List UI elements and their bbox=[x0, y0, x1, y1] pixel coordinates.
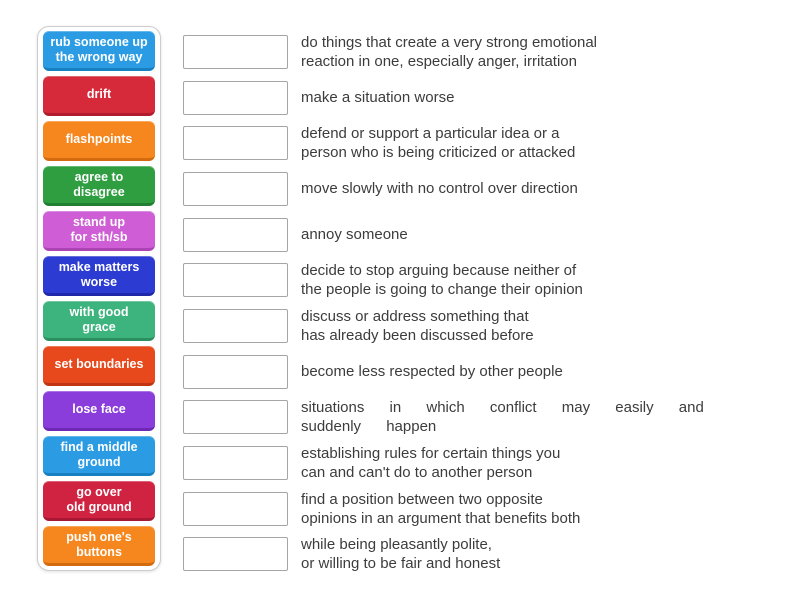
match-row: do things that create a very strong emot… bbox=[183, 29, 783, 75]
term-tile[interactable]: with good grace bbox=[43, 301, 155, 341]
term-label: lose face bbox=[72, 402, 126, 416]
definition-text: find a position between two opposite opi… bbox=[301, 490, 581, 527]
term-tile[interactable]: rub someone up the wrong way bbox=[43, 31, 155, 71]
answer-drop-slot[interactable] bbox=[183, 308, 288, 343]
term-tile[interactable]: stand up for sth/sb bbox=[43, 211, 155, 251]
answer-drop-slot[interactable] bbox=[183, 126, 288, 161]
match-row: while being pleasantly polite, or willin… bbox=[183, 532, 783, 578]
term-label: flashpoints bbox=[65, 132, 133, 146]
match-row: find a position between two opposite opi… bbox=[183, 486, 783, 532]
term-tile[interactable]: go over old ground bbox=[43, 481, 155, 521]
definition-text: decide to stop arguing because neither o… bbox=[301, 262, 583, 299]
term-label: set boundaries bbox=[54, 357, 144, 371]
term-tile[interactable]: lose face bbox=[43, 391, 155, 431]
term-label: rub someone up the wrong way bbox=[50, 34, 148, 64]
match-row: decide to stop arguing because neither o… bbox=[183, 257, 783, 303]
terms-panel: rub someone up the wrong way drift flash… bbox=[37, 26, 161, 571]
answer-drop-slot[interactable] bbox=[183, 354, 288, 389]
definition-text: while being pleasantly polite, or willin… bbox=[301, 536, 501, 573]
match-row: defend or support a particular idea or a… bbox=[183, 120, 783, 166]
definition-text: move slowly with no control over directi… bbox=[301, 180, 578, 198]
match-row: become less respected by other people bbox=[183, 349, 783, 395]
match-row: situations in which conflict may easily … bbox=[183, 395, 783, 441]
answer-drop-slot[interactable] bbox=[183, 446, 288, 481]
term-tile[interactable]: push one's buttons bbox=[43, 526, 155, 566]
definition-text: situations in which conflict may easily … bbox=[301, 399, 704, 436]
answer-drop-slot[interactable] bbox=[183, 217, 288, 252]
definition-text: discuss or address something that has al… bbox=[301, 307, 534, 344]
match-row: annoy someone bbox=[183, 212, 783, 258]
definition-text: establishing rules for certain things yo… bbox=[301, 445, 561, 482]
term-tile[interactable]: drift bbox=[43, 76, 155, 116]
definition-text: become less respected by other people bbox=[301, 363, 563, 381]
definition-text: defend or support a particular idea or a… bbox=[301, 125, 576, 162]
match-row: establishing rules for certain things yo… bbox=[183, 440, 783, 486]
answer-drop-slot[interactable] bbox=[183, 537, 288, 572]
term-label: make matters worse bbox=[58, 259, 140, 289]
term-tile[interactable]: agree to disagree bbox=[43, 166, 155, 206]
term-tile[interactable]: flashpoints bbox=[43, 121, 155, 161]
match-row: move slowly with no control over directi… bbox=[183, 166, 783, 212]
term-label: push one's buttons bbox=[66, 529, 132, 559]
definition-text: do things that create a very strong emot… bbox=[301, 33, 598, 70]
definition-text: make a situation worse bbox=[301, 89, 455, 107]
term-tile[interactable]: find a middle ground bbox=[43, 436, 155, 476]
term-label: agree to disagree bbox=[73, 169, 125, 199]
answer-drop-slot[interactable] bbox=[183, 171, 288, 206]
term-label: find a middle ground bbox=[60, 439, 138, 469]
answer-drop-slot[interactable] bbox=[183, 34, 288, 69]
answer-drop-slot[interactable] bbox=[183, 491, 288, 526]
match-row: make a situation worse bbox=[183, 75, 783, 121]
term-tile[interactable]: make matters worse bbox=[43, 256, 155, 296]
answer-drop-slot[interactable] bbox=[183, 263, 288, 298]
term-label: with good grace bbox=[69, 304, 129, 334]
match-row: discuss or address something that has al… bbox=[183, 303, 783, 349]
answer-drop-slot[interactable] bbox=[183, 400, 288, 435]
term-label: go over old ground bbox=[66, 484, 132, 514]
term-label: drift bbox=[86, 87, 112, 101]
definitions-column: do things that create a very strong emot… bbox=[183, 29, 783, 577]
definition-text: annoy someone bbox=[301, 226, 408, 244]
answer-drop-slot[interactable] bbox=[183, 80, 288, 115]
term-label: stand up for sth/sb bbox=[70, 214, 128, 244]
term-tile[interactable]: set boundaries bbox=[43, 346, 155, 386]
